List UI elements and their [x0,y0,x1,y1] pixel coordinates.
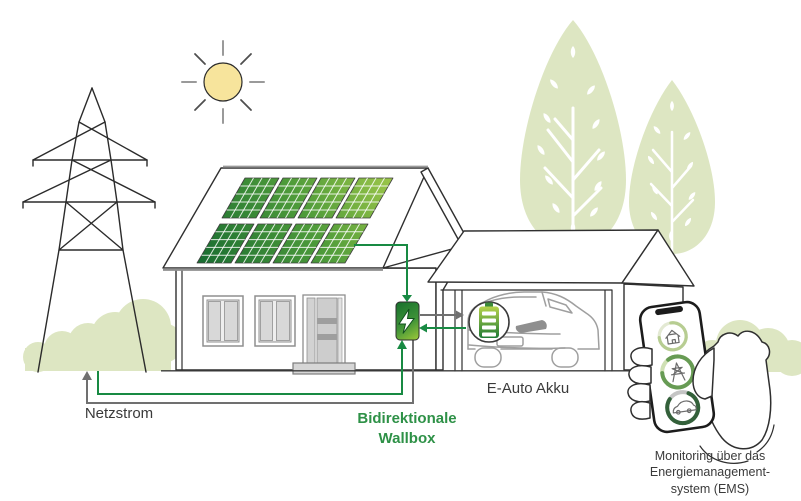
charge-port [515,320,547,333]
hand-thumb [692,347,715,400]
netzstrom-label: Netzstrom [84,405,154,422]
bush-left [23,299,183,372]
wallbox [395,301,420,341]
pylon-icon [670,362,686,383]
tree-small [629,80,715,254]
wallbox-car-arrows [419,310,466,333]
hand-wrist [699,424,775,464]
window-right [254,295,296,347]
car-icon [672,400,697,415]
battery-icon [479,302,499,338]
phone-screen-icons [657,321,701,426]
power-pylon [22,87,156,373]
car-status-ring [665,390,701,426]
wallbox-label: Bidirektionale Wallbox [357,410,457,447]
hand-with-phone [627,300,775,464]
window-left [202,295,244,347]
solar-connection-line [354,244,412,302]
hand-fingers [627,346,653,420]
battery-indicator [468,301,510,343]
grid-connection-line [82,340,414,404]
e-auto-akku-label: E-Auto Akku [486,380,570,397]
house-icon [665,329,681,345]
tree-large [520,20,626,248]
wallbox-lightning-icon [398,308,415,334]
smartphone [638,300,716,434]
monitoring-label: Monitoring über das Energiemanagement- s… [649,449,771,496]
house-status-ring [657,321,688,352]
front-door [292,294,356,375]
solar-panel-array [196,177,394,264]
sun [181,40,265,124]
phone-notch [655,306,683,316]
pylon-status-ring [660,354,696,390]
